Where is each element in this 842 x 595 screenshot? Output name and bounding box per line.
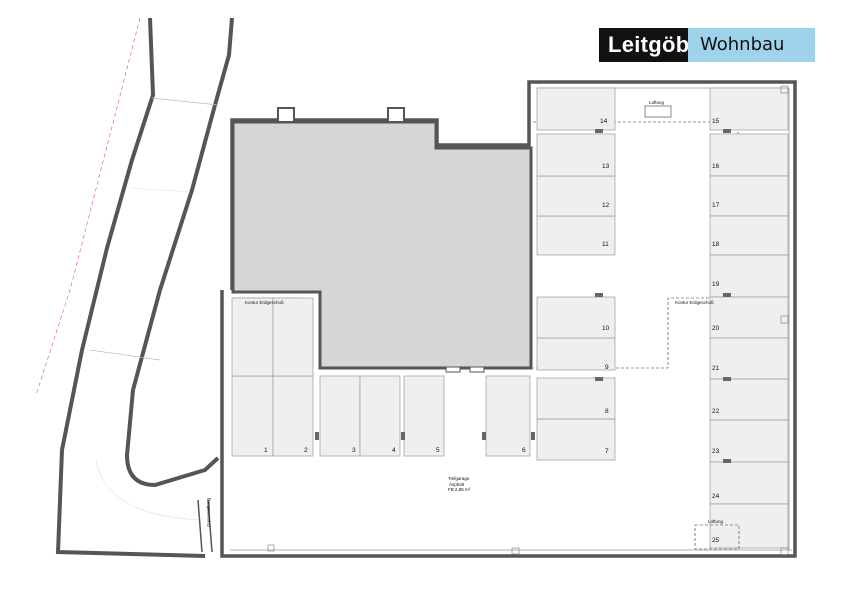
parking-space-number: 23 <box>712 448 720 455</box>
parking-space <box>359 375 401 457</box>
parking-space-number: 9 <box>605 364 609 371</box>
parking-space-upper <box>231 297 274 377</box>
ground-floor-footprint <box>231 120 533 370</box>
parking-space-number: 6 <box>522 447 526 454</box>
parking-space <box>536 377 616 420</box>
parking-space-number: 19 <box>712 281 720 288</box>
parking-space <box>709 175 789 217</box>
parking-space-number: 11 <box>602 241 609 248</box>
parking-space-number: 14 <box>600 118 608 125</box>
parking-space-number: 20 <box>712 325 720 332</box>
parking-space <box>536 337 616 371</box>
parking-space-number: 13 <box>602 163 610 170</box>
parking-space <box>485 375 531 457</box>
parking-space-number: 5 <box>436 447 440 454</box>
garage-sub1: Asphalt <box>449 482 465 487</box>
parking-space <box>709 133 789 177</box>
lueftung-top-label: Lüftung <box>649 100 665 105</box>
parking-space-number: 25 <box>712 537 720 544</box>
parking-space <box>272 375 314 457</box>
parking-space <box>709 87 789 131</box>
parking-space <box>709 296 789 339</box>
parking-space <box>709 419 789 463</box>
parking-space <box>536 296 616 339</box>
access-ramp <box>35 17 234 558</box>
parking-space <box>709 215 789 256</box>
parking-space-number: 24 <box>712 493 720 500</box>
brand-name: Leitgöb <box>599 28 689 62</box>
gasse-label: Gassenlüftung <box>206 497 211 527</box>
parking-space <box>709 461 789 505</box>
parking-space-number: 21 <box>712 365 720 372</box>
parking-space <box>231 375 274 457</box>
parking-space-number: 3 <box>352 447 356 454</box>
kontur-right-label: Kontur Erdgeschoß <box>675 300 714 305</box>
parking-space <box>536 87 616 131</box>
garage-title: Tiefgarage <box>448 476 470 481</box>
garage-sub2: FB 2,85 m² <box>448 487 471 492</box>
parking-space <box>403 375 445 457</box>
brand-product: Wohnbau <box>688 28 815 62</box>
parking-space-number: 7 <box>605 448 609 455</box>
parking-space <box>319 375 361 457</box>
parking-space-number: 8 <box>605 408 609 415</box>
parking-space <box>709 378 789 421</box>
parking-space <box>709 337 789 380</box>
parking-space-number: 12 <box>602 202 610 209</box>
parking-space <box>536 175 616 217</box>
parking-space-number: 1 <box>264 447 268 454</box>
parking-space <box>709 503 789 549</box>
lueftung-bottom-label: Lüftung <box>708 519 724 524</box>
parking-space-number: 16 <box>712 163 720 170</box>
garage-outer-wall <box>220 80 797 558</box>
parking-space-number: 10 <box>602 325 610 332</box>
parking-space <box>536 133 616 177</box>
parking-space <box>709 254 789 298</box>
parking-space-number: 22 <box>712 408 720 415</box>
parking-space <box>536 418 616 461</box>
parking-space-number: 17 <box>712 202 720 209</box>
parking-space-number: 2 <box>304 447 308 454</box>
brand-logo: Leitgöb Wohnbau <box>599 28 815 62</box>
parking-space-number: 15 <box>712 118 720 125</box>
parking-space-number: 4 <box>392 447 396 454</box>
parking-space <box>536 215 616 256</box>
kontur-left-label: Kontur Erdgeschoß <box>245 300 284 305</box>
parking-space-upper <box>272 297 314 377</box>
parking-space-number: 18 <box>712 241 720 248</box>
